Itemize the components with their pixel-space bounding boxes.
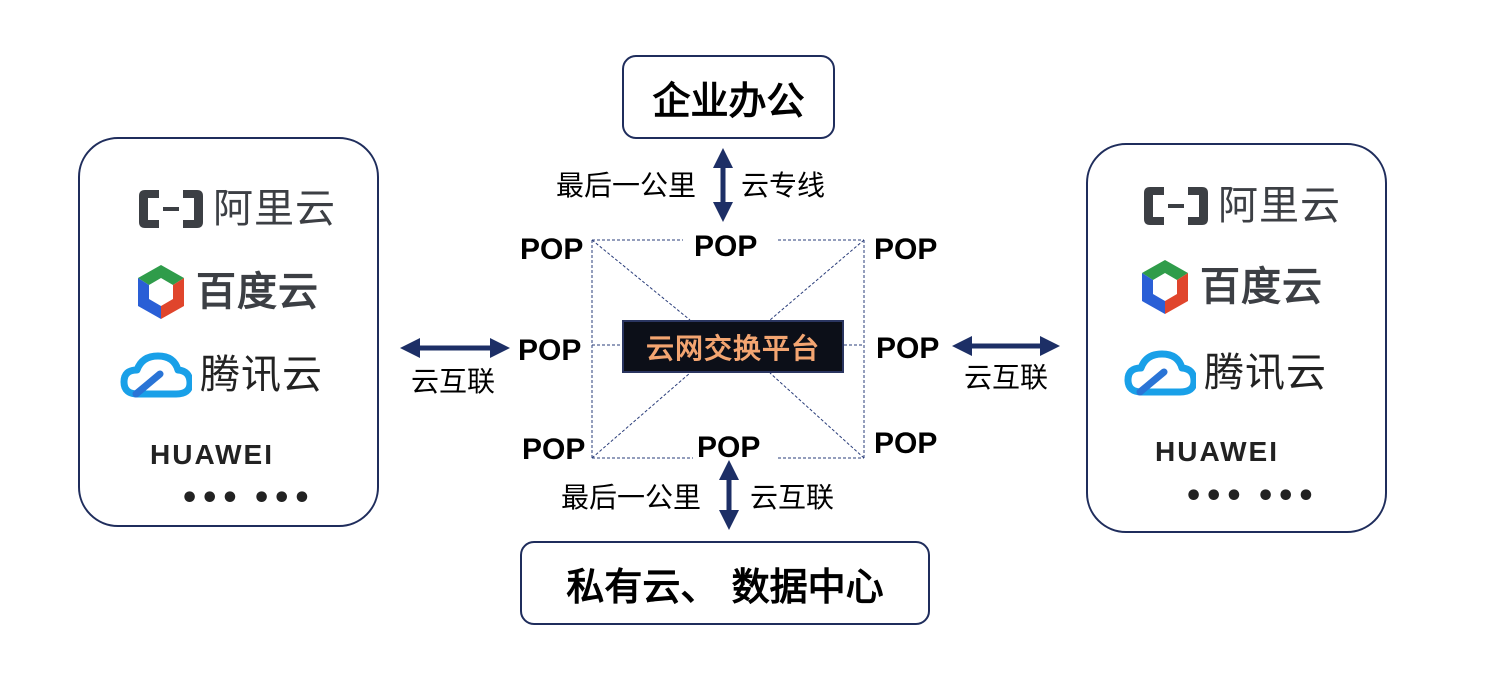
- pop-bottom-right: POP: [874, 427, 938, 460]
- tencent-cloud-logo-icon: [120, 352, 192, 398]
- private-cloud-box: 私有云、 数据中心: [520, 541, 930, 625]
- right-link-label: 云互联: [964, 361, 1049, 394]
- right-cloud-provider-panel: [1086, 143, 1387, 533]
- pop-bottom-center: POP: [697, 431, 761, 464]
- aliyun-logo-icon: [139, 190, 203, 228]
- left-tencent-label: 腾讯云: [200, 352, 323, 398]
- pop-top-left: POP: [520, 233, 584, 266]
- pop-top-right: POP: [874, 233, 938, 266]
- enterprise-office-box: 企业办公: [622, 55, 835, 139]
- cloud-exchange-platform: 云网交换平台: [622, 320, 844, 373]
- right-more-ellipsis: ••• •••: [1184, 479, 1317, 514]
- tencent-cloud-logo-icon: [1124, 350, 1196, 396]
- aliyun-logo-icon: [1144, 187, 1208, 225]
- diagonal-tl: [591, 239, 691, 321]
- left-baidu-brand: 百度云: [134, 263, 319, 321]
- right-baidu-brand: 百度云: [1138, 258, 1323, 316]
- right-huawei-label: HUAWEI: [1155, 436, 1279, 467]
- right-aliyun-brand: 阿里云: [1142, 185, 1341, 227]
- left-huawei-label: HUAWEI: [150, 439, 274, 470]
- top-link-left-label: 最后一公里: [556, 169, 697, 202]
- bottom-link-left-label: 最后一公里: [561, 481, 702, 514]
- pop-top-center: POP: [694, 230, 758, 263]
- pop-bottom-left: POP: [522, 433, 586, 466]
- pop-mid-left: POP: [518, 334, 582, 367]
- pop-mid-right: POP: [876, 332, 940, 365]
- left-aliyun-brand: 阿里云: [137, 188, 336, 230]
- right-tencent-label: 腾讯云: [1204, 350, 1327, 396]
- diagonal-bl: [591, 372, 691, 459]
- right-baidu-label: 百度云: [1200, 264, 1323, 310]
- baidu-cloud-logo-icon: [1142, 260, 1188, 314]
- right-aliyun-label: 阿里云: [1218, 183, 1341, 229]
- cloud-exchange-platform-label: 云网交换平台: [645, 331, 820, 365]
- enterprise-office-label: 企业办公: [652, 78, 805, 123]
- left-baidu-label: 百度云: [196, 269, 319, 315]
- top-link-right-label: 云专线: [741, 169, 826, 202]
- left-aliyun-label: 阿里云: [213, 186, 336, 232]
- right-tencent-brand: 腾讯云: [1124, 348, 1327, 398]
- left-cloud-provider-panel: [78, 137, 379, 527]
- private-cloud-label: 私有云、 数据中心: [566, 564, 884, 609]
- left-more-ellipsis: ••• •••: [180, 481, 313, 516]
- diagonal-tr: [769, 239, 865, 321]
- baidu-cloud-logo-icon: [138, 265, 184, 319]
- diagonal-br: [769, 372, 865, 459]
- bottom-link-right-label: 云互联: [750, 481, 835, 514]
- left-link-label: 云互联: [411, 365, 496, 398]
- left-tencent-brand: 腾讯云: [120, 350, 323, 400]
